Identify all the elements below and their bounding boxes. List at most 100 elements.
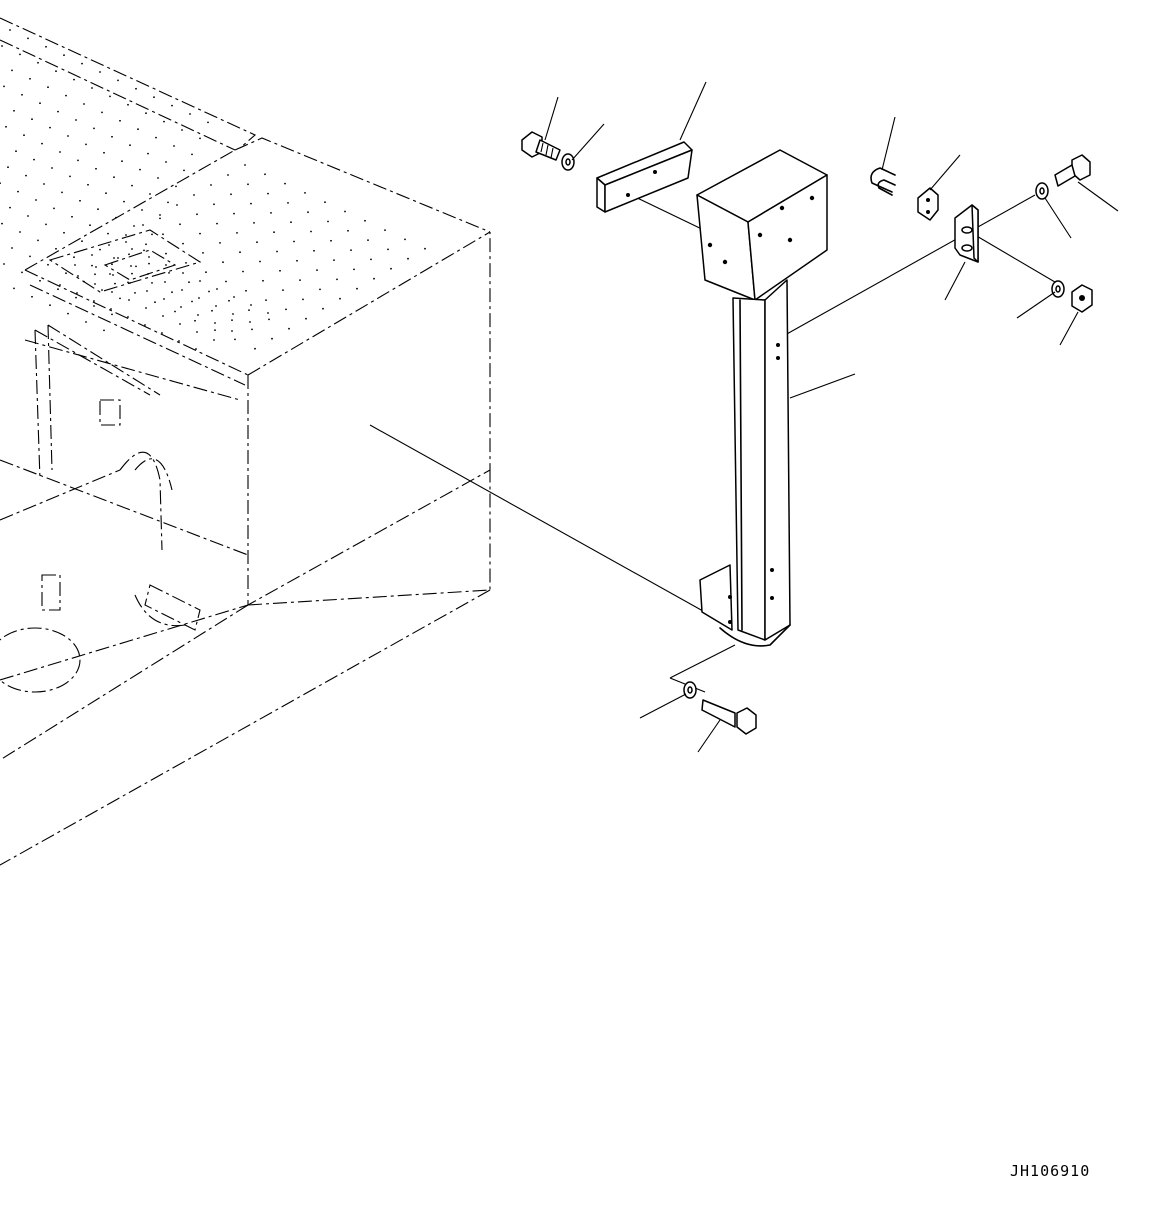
perforation-dot bbox=[69, 175, 71, 178]
perforation-dot bbox=[171, 291, 173, 294]
perforation-dot bbox=[216, 288, 218, 290]
perforation-dot bbox=[151, 233, 153, 236]
perforation-dot bbox=[79, 199, 81, 202]
perforation-dot bbox=[76, 292, 78, 294]
perforation-dot bbox=[173, 145, 175, 147]
perforation-dot bbox=[219, 242, 221, 244]
perforation-dot bbox=[33, 158, 35, 161]
perforation-dot bbox=[333, 259, 335, 261]
perforation-dot bbox=[55, 247, 57, 250]
perforation-dot bbox=[65, 94, 67, 97]
perforation-dot bbox=[290, 221, 292, 224]
perforation-dot bbox=[179, 323, 181, 325]
perforation-dot bbox=[248, 309, 250, 311]
perforation-dot bbox=[199, 232, 201, 235]
perforation-dot bbox=[267, 192, 269, 195]
perforation-dot bbox=[213, 339, 215, 341]
perforation-dot bbox=[176, 204, 178, 206]
perforation-dot bbox=[273, 231, 275, 234]
perforation-dot bbox=[111, 135, 113, 138]
mount-box bbox=[697, 150, 827, 300]
drawing-code: JH106910 bbox=[1010, 1162, 1091, 1180]
perforation-dot bbox=[268, 318, 270, 321]
perforation-dot bbox=[344, 210, 346, 213]
perforation-dot bbox=[327, 220, 329, 223]
perforation-dot bbox=[161, 332, 163, 334]
perforation-dot bbox=[81, 240, 83, 243]
perforation-dot bbox=[175, 185, 177, 188]
perforation-dot bbox=[91, 254, 93, 256]
perforation-dot bbox=[231, 330, 233, 332]
perforation-dot bbox=[155, 136, 157, 139]
perforation-dot bbox=[171, 104, 173, 107]
perforation-dot bbox=[123, 200, 125, 203]
perforation-dot bbox=[267, 312, 269, 314]
perforation-dot bbox=[21, 271, 23, 274]
perforation-dot bbox=[264, 173, 266, 176]
perforation-dot bbox=[41, 142, 43, 145]
perforation-dot bbox=[134, 292, 136, 294]
perforation-dot bbox=[182, 242, 184, 245]
perforation-dot bbox=[93, 305, 95, 307]
perforation-dot bbox=[39, 279, 41, 282]
perforation-dot bbox=[330, 239, 332, 242]
perforation-dot bbox=[59, 151, 61, 153]
mount-plate bbox=[955, 205, 978, 262]
perforation-dot bbox=[214, 322, 216, 324]
perforation-dot bbox=[9, 29, 11, 31]
perforation-dot bbox=[181, 289, 183, 291]
perforation-dot bbox=[210, 184, 212, 186]
perforation-dot bbox=[265, 299, 267, 301]
perforation-dot bbox=[83, 280, 85, 283]
perforation-dot bbox=[236, 232, 238, 234]
perforation-dot bbox=[228, 299, 230, 302]
perforation-dot bbox=[239, 251, 241, 254]
perforation-dot bbox=[159, 217, 161, 220]
perforation-dot bbox=[183, 169, 185, 172]
perforation-dot bbox=[67, 312, 69, 315]
perforation-dot bbox=[307, 211, 309, 214]
perforation-dot bbox=[63, 54, 65, 57]
perforation-dot bbox=[73, 256, 75, 259]
perforation-dot bbox=[23, 134, 25, 137]
perforation-dot bbox=[336, 278, 338, 281]
perforation-dot bbox=[9, 206, 11, 209]
perforation-dot bbox=[194, 319, 196, 322]
perforation-dot bbox=[55, 70, 57, 73]
perforation-dot bbox=[31, 118, 33, 121]
perforation-dot bbox=[157, 177, 159, 179]
perforation-dot bbox=[164, 281, 166, 283]
perforation-dot bbox=[74, 264, 76, 266]
washer-mid-right bbox=[1052, 281, 1064, 297]
perforation-dot bbox=[105, 192, 107, 195]
perforation-dot bbox=[207, 121, 209, 124]
perforation-dot bbox=[127, 281, 129, 284]
clamp-plate bbox=[918, 188, 938, 220]
perforation-dot bbox=[287, 202, 289, 204]
perforation-dot bbox=[57, 110, 59, 113]
perforation-dot bbox=[87, 183, 89, 186]
perforation-dot bbox=[299, 279, 301, 281]
perforation-dot bbox=[73, 78, 75, 81]
perforation-dot bbox=[83, 103, 85, 105]
perforation-dot bbox=[119, 297, 121, 300]
perforation-dot bbox=[59, 284, 61, 286]
perforation-dot bbox=[75, 119, 77, 121]
perforation-dot bbox=[43, 183, 45, 185]
perforation-dot bbox=[370, 258, 372, 261]
perforation-dot bbox=[127, 316, 129, 318]
perforation-dot bbox=[254, 347, 256, 350]
perforation-dot bbox=[279, 269, 281, 272]
perforation-dot bbox=[49, 126, 51, 129]
perforation-dot bbox=[57, 288, 59, 291]
perforation-dot bbox=[144, 324, 146, 326]
machine-deck-outline bbox=[0, 18, 490, 865]
perforation-dot bbox=[111, 313, 113, 316]
perforation-dot bbox=[153, 96, 155, 99]
perforation-dot bbox=[37, 61, 39, 64]
perforation-dot bbox=[197, 314, 199, 316]
bolt-bottom bbox=[702, 700, 756, 734]
perforation-dot bbox=[302, 298, 304, 301]
washer-bottom bbox=[684, 682, 696, 698]
